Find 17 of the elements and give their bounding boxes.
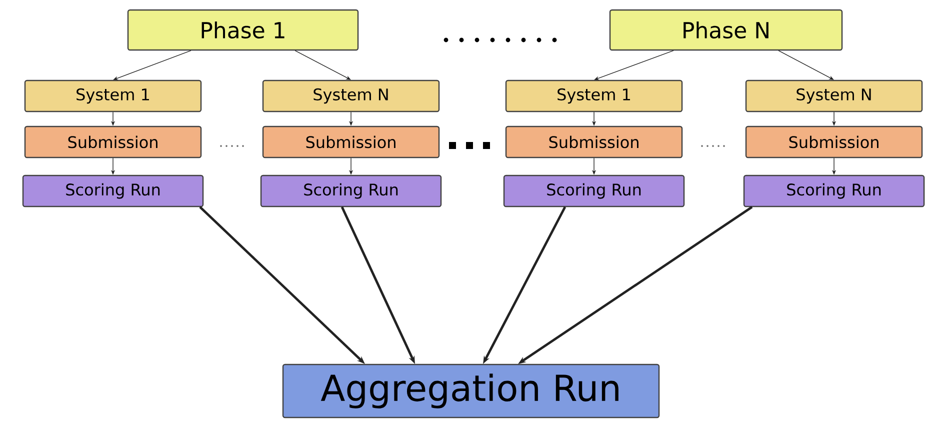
submission-box: Submission xyxy=(745,126,923,158)
phase-box: Phase 1 xyxy=(127,9,359,51)
scoring-box: Scoring Run xyxy=(260,174,442,208)
scoring-box: Scoring Run xyxy=(22,174,204,208)
submission-box: Submission xyxy=(505,126,683,158)
aggregation-box: Aggregation Run xyxy=(282,364,660,418)
submission-box: Submission xyxy=(24,126,202,158)
system-box: System 1 xyxy=(24,80,202,112)
arrow xyxy=(294,50,351,80)
system-box: System N xyxy=(745,80,923,112)
submission-box: Submission xyxy=(262,126,440,158)
system-box: System N xyxy=(262,80,440,112)
scoring-box: Scoring Run xyxy=(743,174,925,208)
scoring-box: Scoring Run xyxy=(503,174,685,208)
arrow xyxy=(778,50,834,80)
system-box: System 1 xyxy=(505,80,683,112)
phase-box: Phase N xyxy=(609,9,843,51)
